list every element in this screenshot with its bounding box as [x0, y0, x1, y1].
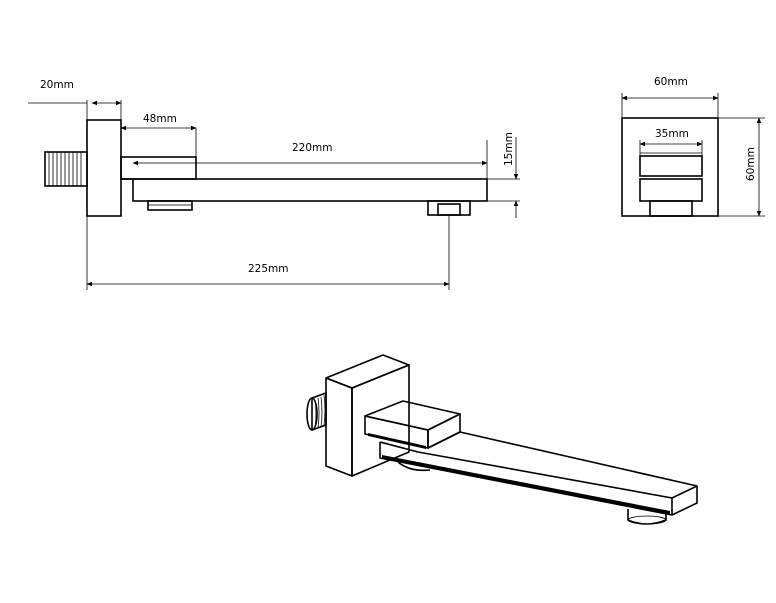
- iso-spout-arm: [379, 431, 698, 516]
- dimension-spout-length: 220mm: [132, 140, 488, 179]
- iso-aerator-outlet: [627, 509, 667, 525]
- front-outlet: [649, 200, 693, 217]
- dimension-body-width: 35mm: [639, 128, 703, 156]
- spout-arm: [132, 178, 488, 202]
- dimension-plate-height: 60mm: [718, 117, 765, 217]
- label-body-width: 35mm: [655, 128, 689, 140]
- label-flange-depth: 20mm: [40, 79, 74, 91]
- iso-swivel-nut: [397, 461, 431, 472]
- wall-flange: [86, 119, 122, 217]
- aerator-outlet: [427, 200, 471, 216]
- front-body-upper: [639, 155, 703, 177]
- dimension-flange-depth: 20mm: [28, 79, 122, 120]
- iso-wall-flange: [325, 354, 410, 477]
- label-plate-width: 60mm: [654, 76, 688, 88]
- dimension-body-length: 48mm: [120, 113, 197, 157]
- label-spout-height: 15mm: [503, 132, 515, 166]
- iso-threaded-connector: [306, 392, 327, 431]
- dimension-plate-width: 60mm: [621, 76, 719, 118]
- isometric-view: [306, 354, 698, 525]
- body-block: [120, 156, 197, 180]
- label-total-length: 225mm: [248, 263, 289, 275]
- side-view: 20mm 48mm 220mm 15mm 225mm: [28, 79, 520, 290]
- threaded-connector: [44, 151, 88, 187]
- front-view: 60mm 35mm 60mm: [621, 76, 765, 217]
- swivel-nut: [147, 200, 193, 211]
- dimension-total-length: 225mm: [86, 215, 450, 290]
- front-body-lower: [639, 178, 703, 202]
- dimension-spout-height: 15mm: [487, 132, 520, 218]
- label-body-length: 48mm: [143, 113, 177, 125]
- label-spout-length: 220mm: [292, 142, 333, 154]
- label-plate-height: 60mm: [745, 147, 757, 181]
- iso-body-block: [364, 400, 461, 449]
